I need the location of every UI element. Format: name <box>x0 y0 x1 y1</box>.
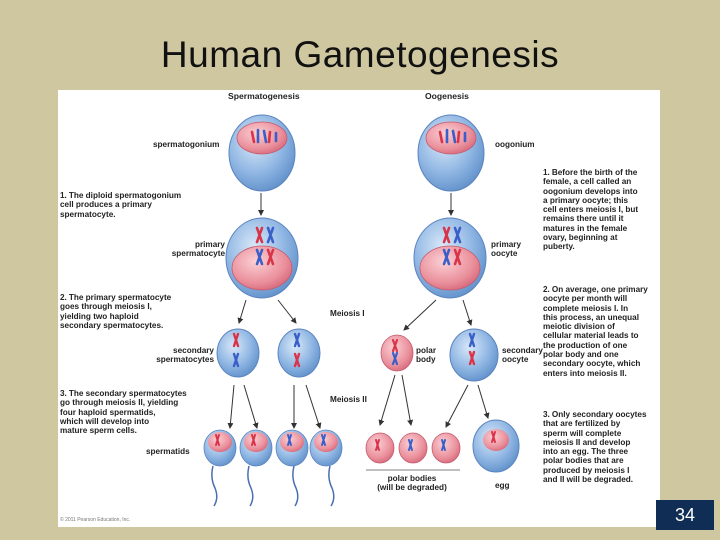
primary-spermatocyte-cell <box>225 217 299 299</box>
spermatogonium-label: spermatogonium <box>153 140 220 149</box>
spermatid-cell <box>309 429 343 507</box>
diagram-panel: Spermatogenesis Oogenesis spermatogonium… <box>58 90 660 527</box>
spermatogonium-cell <box>228 114 296 192</box>
secondary-oocyte-label: secondary oocyte <box>502 346 543 365</box>
right-step-1: 1.Before the birth of the female, a cell… <box>543 168 639 252</box>
left-step-1: 1.The diploid spermatogonium cell produc… <box>60 191 182 219</box>
polar-body-cell <box>365 432 395 464</box>
spermatid-cell <box>239 429 273 507</box>
oogenesis-header: Oogenesis <box>425 91 469 101</box>
left-step-2: 2.The primary spermatocyte goes through … <box>60 293 172 330</box>
primary-oocyte-label: primary oocyte <box>491 240 522 259</box>
right-step-3: 3.Only secondary oocytes that are fertil… <box>543 410 647 485</box>
spermatids-label: spermatids <box>146 447 190 456</box>
copyright-notice: © 2011 Pearson Education, Inc. <box>60 517 131 523</box>
secondary-oocyte-cell <box>449 328 499 382</box>
secondary-spermatocyte-cell <box>216 328 260 378</box>
oogonium-label: oogonium <box>495 140 535 149</box>
primary-oocyte-cell <box>413 217 487 299</box>
left-step-3: 3.The secondary spermatocytes go through… <box>60 389 187 436</box>
meiosis-2-label: Meiosis II <box>330 395 367 404</box>
egg-cell <box>472 419 520 473</box>
polar-body-label: polar body <box>416 346 437 365</box>
meiosis-1-label: Meiosis I <box>330 309 365 318</box>
polar-body-cell <box>431 432 461 464</box>
page-number: 34 <box>656 500 714 530</box>
right-step-2: 2.On average, one primary oocyte per mon… <box>543 285 648 378</box>
spermatid-cell <box>275 429 309 507</box>
polar-body-cell <box>398 432 428 464</box>
egg-label: egg <box>495 481 510 490</box>
polar-bodies-label: polar bodies (will be degraded) <box>377 474 447 493</box>
spermatid-cell <box>203 429 237 507</box>
secondary-spermatocytes-label: secondary spermatocytes <box>156 346 214 365</box>
oogonium-cell <box>417 114 485 192</box>
secondary-spermatocyte-cell <box>277 328 321 378</box>
process-arrows <box>227 193 490 429</box>
slide-title: Human Gametogenesis <box>160 34 560 75</box>
polar-body-cell <box>380 334 414 372</box>
spermatogenesis-header: Spermatogenesis <box>228 91 300 101</box>
gametogenesis-diagram <box>203 114 520 507</box>
primary-spermatocyte-label: primary spermatocyte <box>171 240 225 259</box>
